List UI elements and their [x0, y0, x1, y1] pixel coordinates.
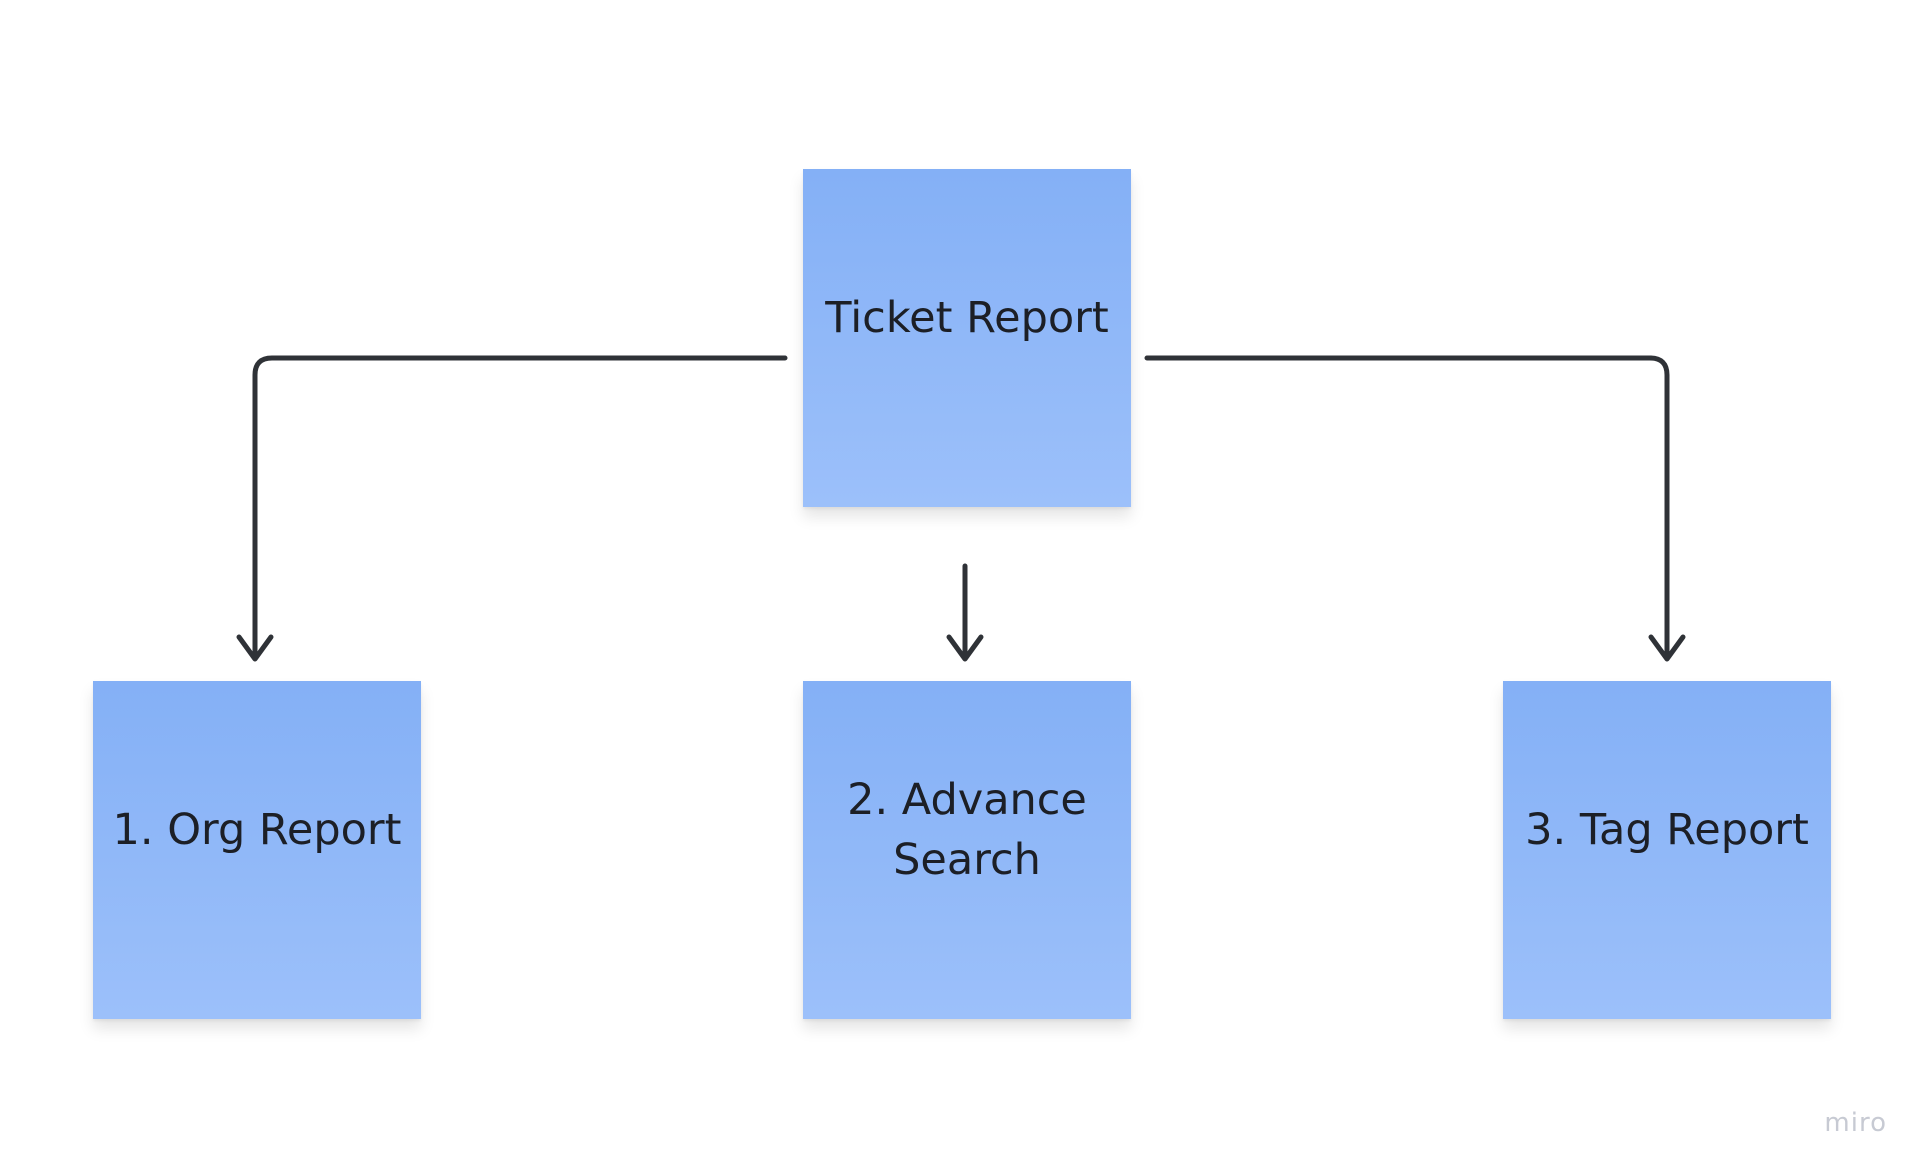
- arrowhead-advance-search: [946, 634, 984, 662]
- sticky-note-tag-report[interactable]: 3. Tag Report: [1503, 681, 1831, 1019]
- sticky-note-label: Ticket Report: [825, 293, 1109, 343]
- connector-to-tag-report: [1144, 355, 1670, 658]
- sticky-note-label: 3. Tag Report: [1525, 805, 1809, 855]
- arrowhead-tag-report: [1648, 634, 1686, 662]
- sticky-note-org-report[interactable]: 1. Org Report: [93, 681, 421, 1019]
- miro-watermark: miro: [1824, 1108, 1887, 1138]
- sticky-note-ticket-report[interactable]: Ticket Report: [803, 169, 1131, 507]
- connector-to-org-report: [252, 355, 788, 658]
- sticky-note-advance-search[interactable]: 2. Advance Search: [803, 681, 1131, 1019]
- sticky-note-label: 2. Advance Search: [847, 775, 1087, 885]
- arrowhead-org-report: [236, 634, 274, 662]
- sticky-note-label: 1. Org Report: [112, 805, 402, 855]
